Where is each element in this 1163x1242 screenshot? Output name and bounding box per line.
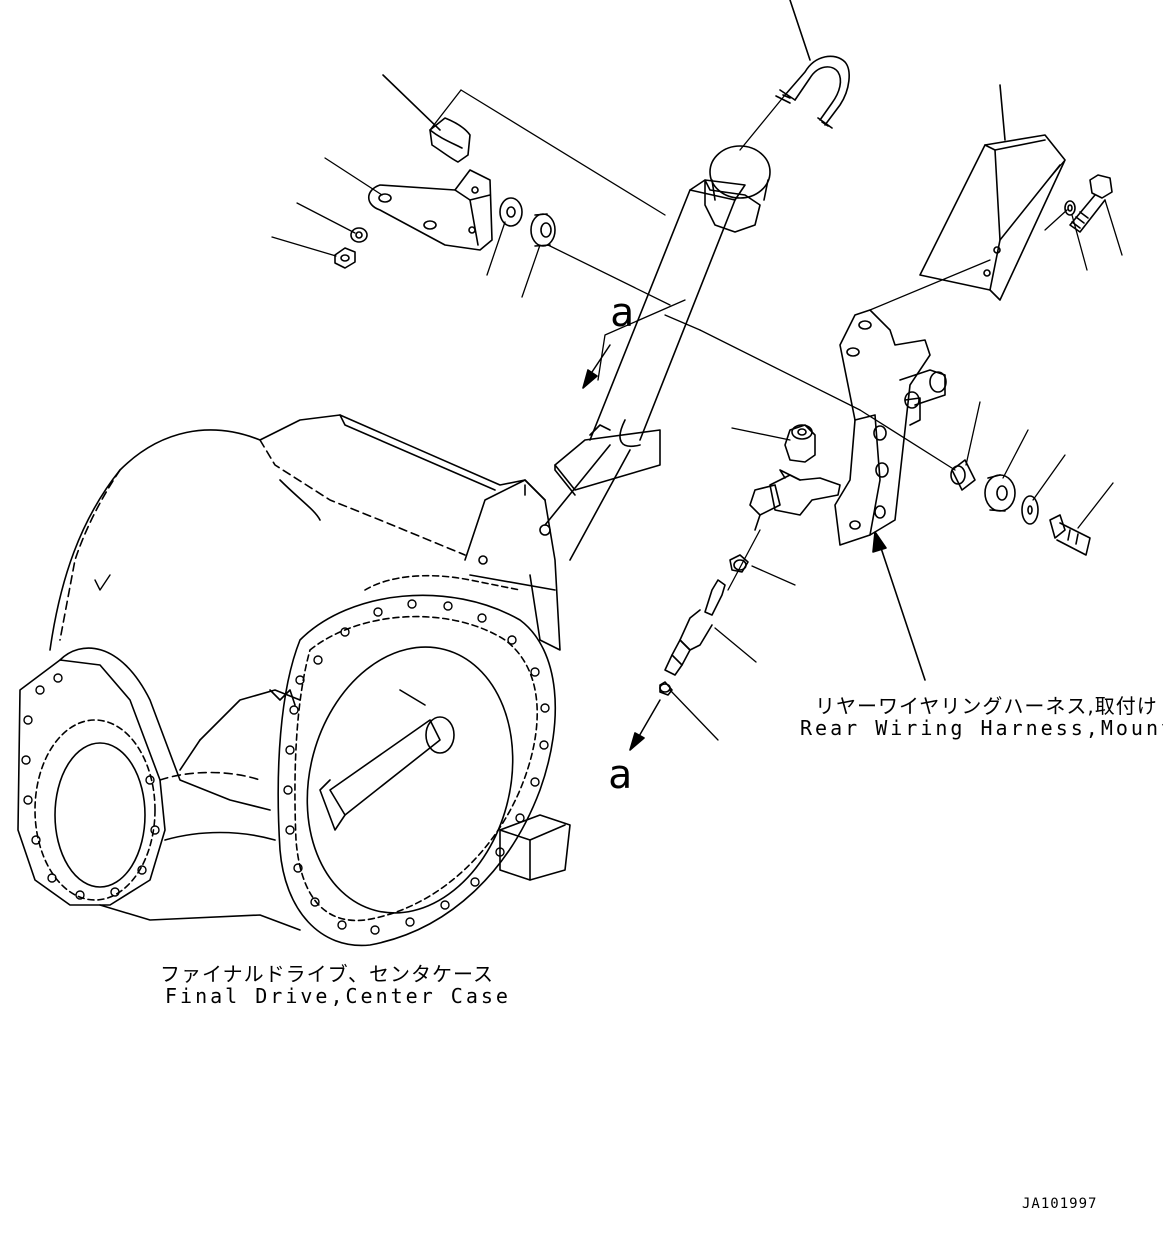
harness-bracket [834,309,947,546]
u-bolt [775,0,850,129]
clamp-bracket [367,74,493,251]
callout-a-bottom: a [608,752,633,798]
rubber-cushion [784,424,816,463]
arrow-callout-top [582,344,611,389]
breather-tube [544,145,771,561]
bolt-washer-upper-right [1064,174,1113,233]
connector-clip [749,469,841,531]
spacers-right [950,459,1091,556]
final-drive-label-jp: ファイナルドライブ、センタケース [160,962,494,986]
final-drive-label-en: Final Drive,Center Case [165,984,511,1008]
arrow-callout-bottom [629,699,661,751]
arrow-harness-pointer [872,531,926,681]
harness-label-jp: リヤーワイヤリングハーネス,取付け [815,694,1158,718]
cover-plate [919,84,1066,301]
drawing-code: JA101997 [1022,1196,1098,1212]
callout-a-top: a [610,290,635,336]
harness-label-en: Rear Wiring Harness,Mounting [800,716,1163,740]
leader-lines [271,89,1123,741]
washers-left [334,197,556,269]
hose-assembly [659,554,749,696]
final-drive-center-case [17,414,571,947]
